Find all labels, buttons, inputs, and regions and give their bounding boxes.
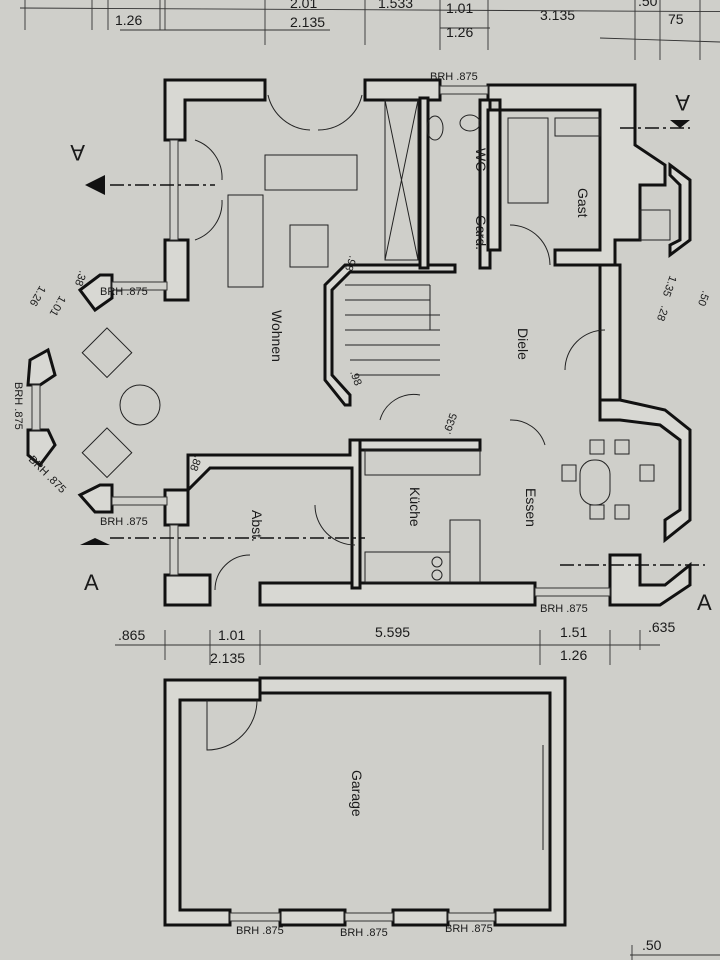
dim-top-1: 1.26 (115, 12, 142, 28)
dim-top-9: 75 (668, 11, 684, 27)
house-walls (26, 78, 692, 607)
doors (194, 94, 606, 591)
dim-stair-1: .98 (342, 254, 359, 272)
dim-bay-4: .88 (187, 454, 204, 472)
dim-east-2: .28 (654, 304, 671, 322)
dim-bottom-2: 1.01 (218, 627, 245, 643)
section-lines: A A A A (70, 90, 712, 615)
window-label: BRH .875 (100, 516, 148, 528)
dim-bottom-5: 1.51 (560, 624, 587, 640)
dim-corner: .50 (642, 937, 662, 953)
dim-stair-2: .98 (347, 369, 364, 387)
dim-top-8: .50 (638, 0, 658, 9)
dim-bottom-3: 2.135 (210, 650, 245, 666)
furniture (81, 99, 671, 583)
room-label-gast: Gast (575, 188, 591, 218)
dim-east-3: .50 (695, 289, 712, 307)
dim-bay-1: .38 (72, 269, 89, 287)
room-label-wc: WC (473, 148, 489, 171)
section-marker-a: A (675, 90, 690, 115)
dim-top-4: 1.533 (378, 0, 413, 11)
room-label-diele: Diele (515, 328, 531, 360)
dim-bottom-1: .865 (118, 627, 145, 643)
dim-top-6: 1.26 (446, 24, 473, 40)
window-label: BRH .875 (236, 925, 284, 937)
dim-top-2: 2.01 (290, 0, 317, 11)
window-label: BRH .875 (100, 286, 148, 298)
room-label-essen: Essen (523, 488, 539, 527)
dim-top-3: 2.135 (290, 14, 325, 30)
bottom-dimension-chain: .865 1.01 2.135 5.595 1.51 1.26 .635 (115, 619, 675, 666)
section-marker-a: A (70, 140, 85, 165)
section-marker-a: A (697, 590, 712, 615)
window-label: BRH .875 (430, 71, 478, 83)
dim-bottom-6: 1.26 (560, 647, 587, 663)
room-labels: Wohnen Gard. WC Gast Diele Küche Essen A… (249, 148, 591, 817)
window-label: BRH .875 (12, 382, 24, 430)
garage: .50 (163, 676, 720, 960)
room-label-abst: Abst. (249, 510, 265, 542)
section-marker-a: A (84, 570, 99, 595)
window-label: BRH .875 (340, 927, 388, 939)
room-label-garage: Garage (349, 770, 365, 817)
room-label-wohnen: Wohnen (269, 310, 285, 362)
dim-bottom-4: 5.595 (375, 624, 410, 640)
window-label: BRH .875 (540, 603, 588, 615)
detail-dimensions: .38 1.01 1.26 .88 .98 .98 .635 1.35 .28 … (27, 254, 712, 472)
window-label: BRH .875 (445, 923, 493, 935)
top-dimension-chain: 1.26 2.01 2.135 1.533 1.01 1.26 3.135 .5… (19, 0, 720, 60)
dim-top-5: 1.01 (446, 0, 473, 16)
windows (31, 85, 611, 597)
room-label-gard: Gard. (473, 215, 489, 250)
dim-bottom-7: .635 (648, 619, 675, 635)
dim-top-7: 3.135 (540, 7, 575, 23)
room-label-kueche: Küche (407, 487, 423, 527)
